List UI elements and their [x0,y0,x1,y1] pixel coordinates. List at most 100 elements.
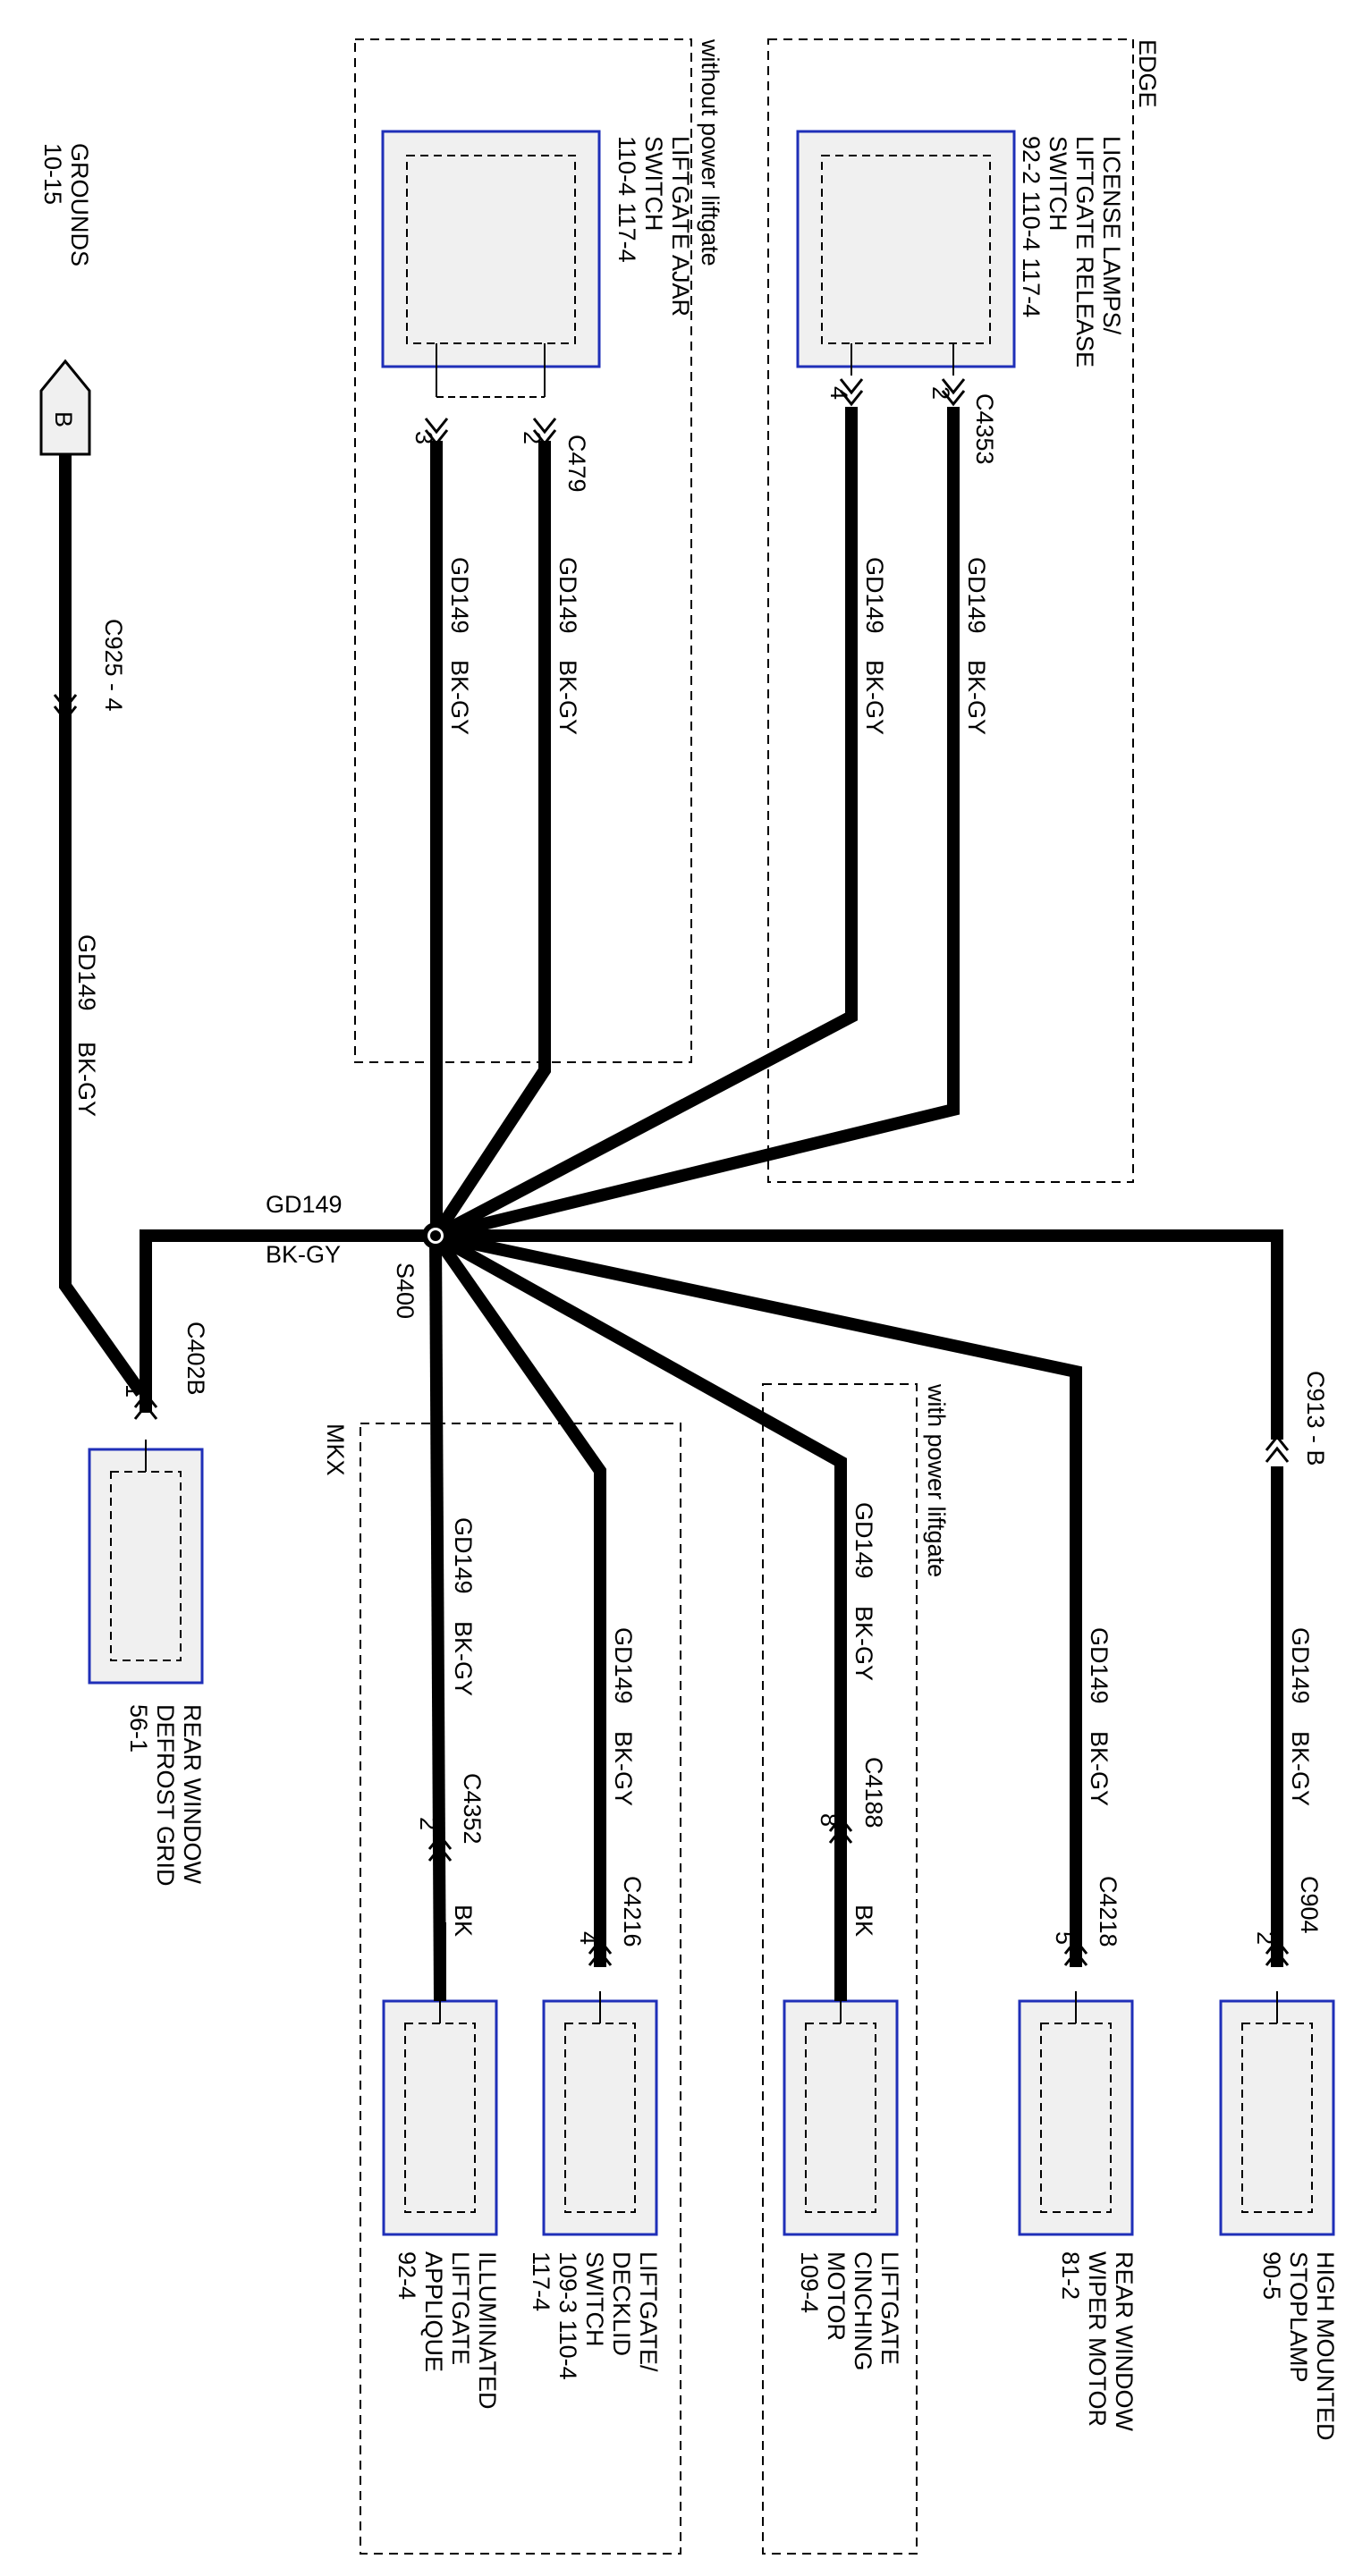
liftgate-ajar-label-1: LIFTGATE AJAR [667,136,694,317]
applique-label-4: 92-4 [394,2251,420,2300]
pin-c4218: 5 [1051,1931,1078,1945]
wire-label-cinching-bk: BK [851,1905,877,1937]
wire-label-wiper-color: BK-GY [1086,1731,1113,1806]
decklid-label-4: 109-3 110-4 [554,2251,581,2380]
cinching-label-4: 109-4 [796,2251,823,2313]
connector-symbols [53,378,1290,1966]
wire-label-decklid-code: GD149 [610,1627,637,1704]
pin-c904: 2 [1252,1931,1279,1945]
wire-label-stoplamp-code: GD149 [1287,1627,1314,1704]
connector-c479-pin3-symbol [424,418,449,446]
license-lamps-switch [796,130,1016,368]
wire-label-applique-code: GD149 [450,1517,477,1594]
wire-ground-top [59,454,147,1398]
connector-c913-label: C913 - B [1302,1371,1329,1466]
connector-c402b-symbol [133,1391,158,1420]
pin-license-2: 2 [927,386,954,400]
ground-tag [39,359,91,456]
license-lamps-label-1: LICENSE LAMPS/ [1098,136,1125,335]
wire-decklid [430,1231,606,1967]
liftgate-decklid-switch [542,1999,658,2236]
pin-c4216: 4 [575,1931,602,1945]
group-mkx [360,1423,681,2555]
applique-label-2: LIFTGATE [447,2251,474,2365]
group-without-power-liftgate-label: without power liftgate [697,38,724,266]
liftgate-ajar-label-2: SWITCH [640,136,667,231]
wire-label-license2-color: BK-GY [963,660,990,735]
wire-label-ground-code: GD149 [73,934,100,1011]
wire-label-applique-bk: BK [450,1905,477,1937]
wire-label-license2-code: GD149 [963,557,990,634]
connector-c913-symbol [1265,1434,1290,1463]
grounds-ref: 10-15 [39,143,66,205]
pin-ajar-2: 2 [519,431,546,444]
wire-applique [429,1235,446,2002]
rear-window-defrost-grid [88,1448,204,1685]
wire-label-applique-color: BK-GY [450,1621,477,1696]
connector-c4218-label: C4218 [1095,1876,1121,1947]
wire-stoplamp [436,1229,1283,1440]
pin-license-4: 4 [825,386,852,400]
wire-ajar-pin2 [430,441,551,1239]
stoplamp-label-2: STOPLAMP [1285,2251,1312,2383]
license-lamps-label-4: 92-2 110-4 117-4 [1018,136,1045,317]
wiper-label-2: WIPER MOTOR [1084,2251,1111,2427]
connector-c479-pin2-symbol [532,418,557,446]
connector-c4353-label: C4353 [971,393,998,465]
connector-c4352-symbol [427,1833,453,1862]
group-edge-label: EDGE [1134,39,1161,108]
wire-label-ajar2-color: BK-GY [554,660,581,735]
wire-label-license4-code: GD149 [861,557,888,634]
rear-defrost-label-2: DEFROST GRID [152,1704,179,1887]
liftgate-ajar-switch-inner [406,155,576,344]
applique-label-3: APPLIQUE [420,2251,447,2372]
cinching-label-2: CINCHING [850,2251,876,2371]
group-without-power-liftgate [354,38,692,1063]
rear-defrost-label-3: 56-1 [125,1704,152,1753]
decklid-label-3: SWITCH [581,2251,608,2346]
pin-c402b: 1 [121,1384,148,1398]
liftgate-ajar-label-3: 110-4 117-4 [614,136,640,263]
connector-c4218-symbol [1063,1938,1088,1966]
wire-label-stoplamp-color: BK-GY [1287,1731,1314,1806]
wire-label-ajar3-code: GD149 [446,557,473,634]
illuminated-liftgate-applique [382,1999,498,2236]
cinching-label-3: MOTOR [823,2251,850,2341]
connector-c925-label: C925 - 4 [100,619,127,712]
connector-c4188-symbol [828,1815,853,1844]
group-mkx-label: MKX [322,1423,349,1476]
wire-wiper [434,1229,1082,1967]
connector-c4353-pin2-symbol [941,378,966,407]
stoplamp-label-3: 90-5 [1258,2251,1285,2300]
wire-cinching [432,1229,847,1967]
connector-c4216-symbol [588,1938,613,1966]
group-with-power-liftgate [762,1383,918,2555]
connector-c4353-pin4-symbol [839,378,864,407]
pin-c4188: 8 [816,1813,842,1827]
connector-c904-symbol [1265,1938,1290,1966]
connector-c4352-label: C4352 [459,1773,486,1845]
license-lamps-switch-inner [821,155,991,344]
wire-label-horizontal-color: BK-GY [266,1241,341,1268]
wire-license-pin4 [432,407,858,1242]
ground-tag-label: B [50,411,77,427]
connector-c4216-label: C4216 [619,1876,646,1947]
rear-window-wiper-motor [1018,1999,1134,2236]
wire-label-cinching-code: GD149 [851,1502,877,1579]
liftgate-ajar-switch [381,130,601,368]
group-edge [767,38,1134,1183]
wiper-label-1: REAR WINDOW [1111,2251,1138,2432]
connector-c402b-label: C402B [182,1322,209,1396]
connector-c4188-label: C4188 [860,1757,887,1829]
connector-c925-symbol [53,694,78,722]
wire-license-pin2 [434,407,960,1242]
connector-c479-label: C479 [563,435,590,493]
splice-label: S400 [392,1263,419,1319]
wire-label-wiper-code: GD149 [1086,1627,1113,1704]
wire-label-ajar2-code: GD149 [554,557,581,634]
group-with-power-liftgate-label: with power liftgate [923,1383,950,1577]
pin-c4352: 2 [415,1817,442,1830]
high-mounted-stoplamp [1219,1999,1335,2236]
decklid-label-1: LIFTGATE/ [635,2251,662,2372]
